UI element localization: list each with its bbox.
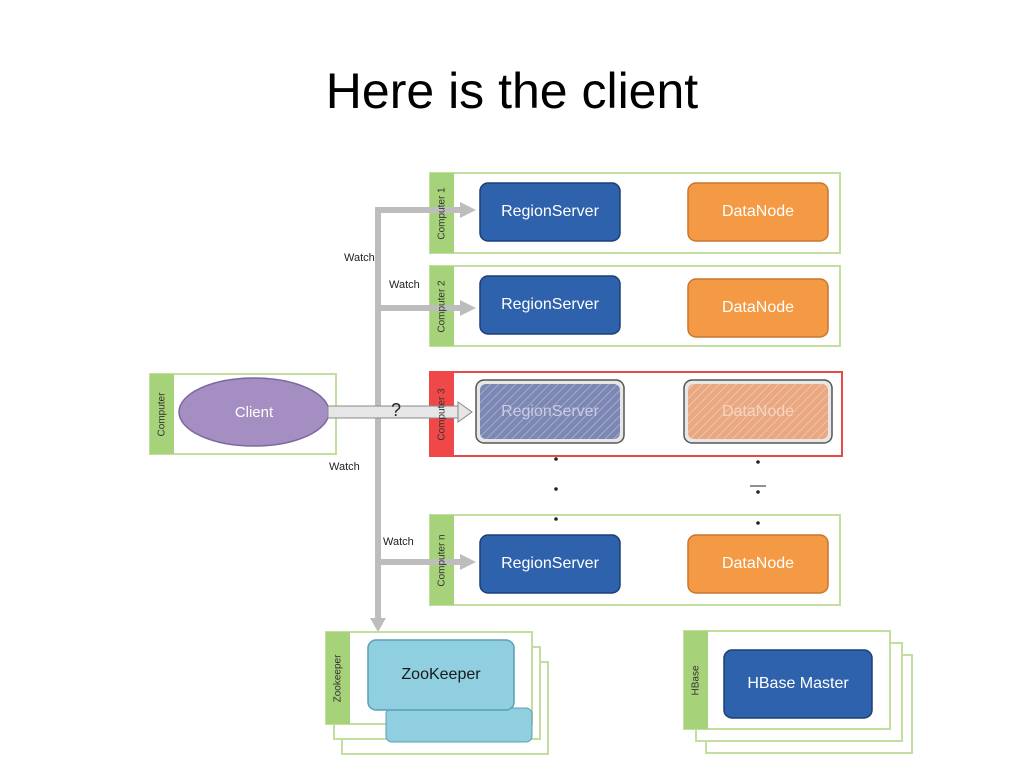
region-server-1: RegionServer bbox=[501, 203, 599, 220]
watch-label-client: Watch bbox=[329, 461, 360, 473]
computer-2-label: Computer 2 bbox=[436, 279, 448, 333]
computer-n-label: Computer n bbox=[436, 533, 448, 587]
data-node-2: DataNode bbox=[721, 299, 795, 316]
arrow-heads bbox=[370, 202, 476, 632]
region-server-3-failed: RegionServer bbox=[501, 402, 599, 420]
zookeeper-stack bbox=[325, 631, 549, 755]
computer-3-container-failed bbox=[429, 371, 843, 457]
data-node-3-failed: DataNode bbox=[721, 402, 795, 420]
ellipsis-dots bbox=[554, 457, 766, 525]
watch-label-2: Watch bbox=[389, 279, 420, 291]
computer-2-container bbox=[429, 265, 841, 347]
computer-3-label: Computer 3 bbox=[436, 387, 448, 441]
hbase-master-node: HBase Master bbox=[747, 675, 849, 692]
client-node: Client bbox=[234, 403, 274, 421]
watch-label-n: Watch bbox=[383, 536, 414, 548]
computer-1-label: Computer 1 bbox=[436, 186, 448, 240]
region-server-2: RegionServer bbox=[501, 296, 599, 313]
question-mark: ? bbox=[391, 400, 402, 420]
hbase-stack bbox=[683, 630, 913, 754]
region-server-n: RegionServer bbox=[501, 555, 599, 572]
client-computer-label: Computer bbox=[156, 392, 168, 436]
computer-1-container bbox=[429, 172, 841, 254]
slide-title: Here is the client bbox=[325, 63, 699, 119]
data-node-1: DataNode bbox=[721, 203, 795, 220]
client-request-arrow bbox=[327, 401, 473, 423]
data-node-n: DataNode bbox=[721, 555, 795, 572]
watch-label-1: Watch bbox=[344, 252, 375, 264]
watch-arrows bbox=[375, 207, 462, 620]
zookeeper-node: ZooKeeper bbox=[401, 666, 481, 683]
zookeeper-container-label: Zookeeper bbox=[332, 654, 344, 702]
computer-n-container bbox=[429, 514, 841, 606]
hbase-container-label: HBase bbox=[690, 664, 702, 696]
